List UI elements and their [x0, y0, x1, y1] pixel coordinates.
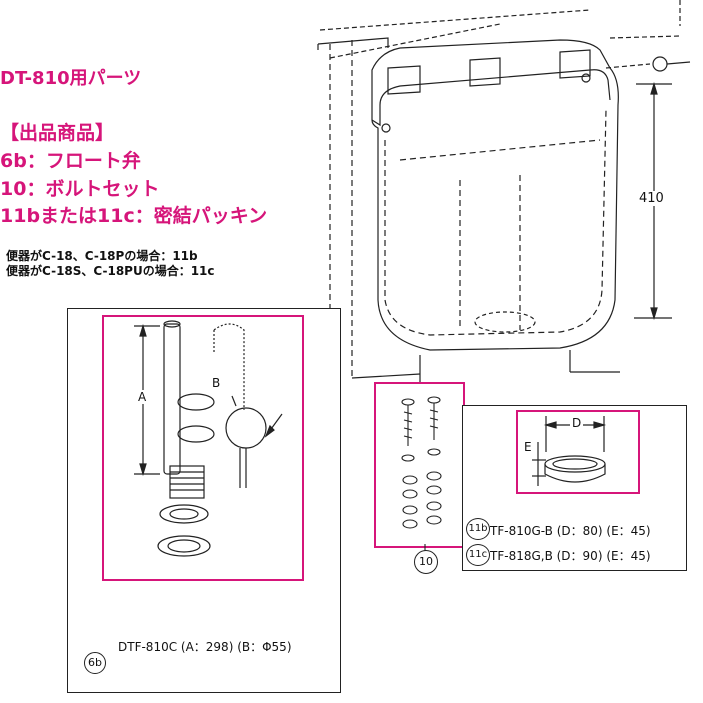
height-dimension: 410 — [639, 191, 664, 206]
part-11-panel — [462, 405, 687, 571]
item-6b: 6b：フロート弁 — [0, 150, 141, 172]
page-title: DT-810用パーツ — [0, 68, 142, 89]
spec-11c: TF-818G,B (D：90) (E：45) — [490, 549, 651, 563]
callout-11b: 11b — [466, 518, 490, 540]
spec-6b: DTF-810C (A：298) (B：Φ55) — [118, 640, 292, 654]
part-11-highlight — [516, 410, 640, 494]
section-title: 【出品商品】 — [0, 122, 115, 144]
dimension-b: B — [212, 376, 221, 390]
spec-11b: TF-810G-B (D：80) (E：45) — [490, 524, 651, 538]
part-6b-highlight — [102, 315, 304, 581]
callout-6b: 6b — [84, 652, 106, 674]
note-11b: 便器がC-18、C-18Pの場合：11b — [6, 249, 198, 263]
item-11: 11bまたは11c：密結パッキン — [0, 205, 268, 227]
item-10: 10：ボルトセット — [0, 178, 160, 200]
dimension-e: E — [524, 440, 532, 454]
note-11c: 便器がC-18S、C-18PUの場合：11c — [6, 264, 215, 278]
dimension-a: A — [138, 390, 147, 404]
part-6b-panel — [67, 308, 341, 693]
callout-10: 10 — [414, 550, 438, 574]
dimension-d: D — [570, 416, 584, 430]
callout-11c: 11c — [466, 544, 490, 566]
